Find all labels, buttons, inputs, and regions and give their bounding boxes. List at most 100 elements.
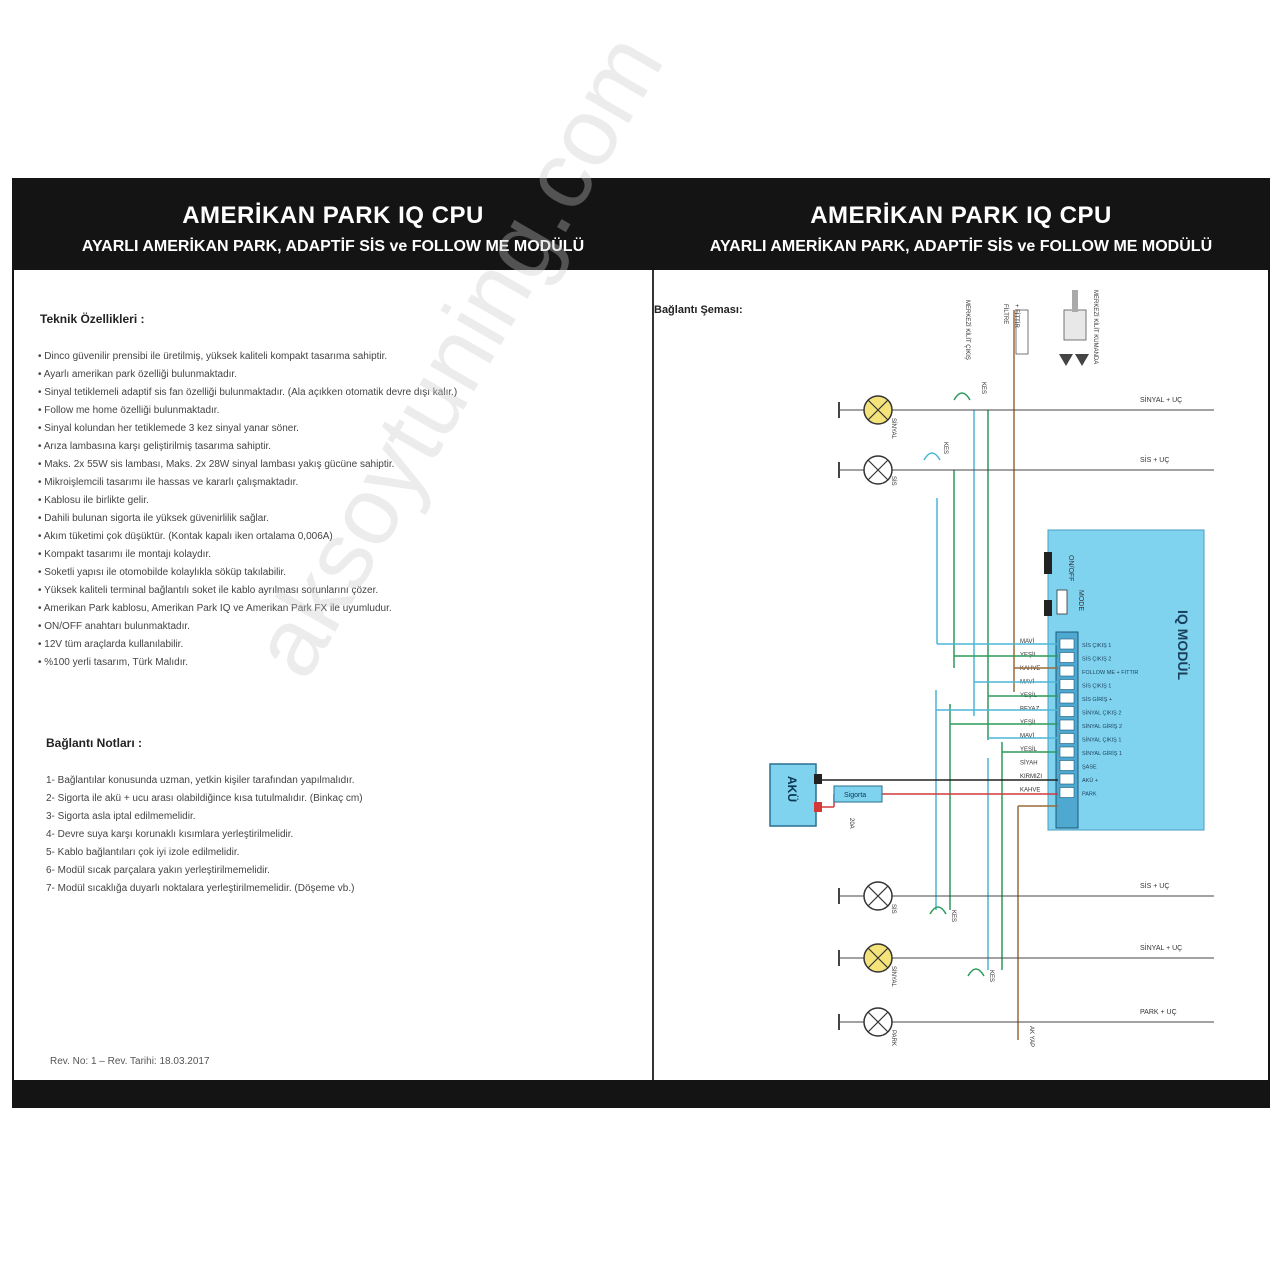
lamp-label-2: SİS: [890, 476, 897, 486]
tech-item: • Kablosu ile birlikte gelir.: [38, 495, 149, 506]
top-label-fittir: + FİTTİR: [1013, 304, 1020, 329]
page-divider: [652, 270, 654, 1080]
rele-label-4: KES: [988, 970, 994, 982]
module-pin: [1059, 760, 1075, 771]
note-item: 2- Sigorta ile akü + ucu arası olabildiğ…: [46, 793, 363, 804]
revision-note: Rev. No: 1 – Rev. Tarihi: 18.03.2017: [50, 1056, 210, 1067]
module-pin-label: ŞASE: [1082, 765, 1097, 771]
note-item: 3- Sigorta asla iptal edilmemelidir.: [46, 811, 196, 822]
module-pin: [1059, 706, 1075, 717]
right-wire-5: PARK + UÇ: [1140, 1009, 1177, 1016]
fuse-label: Sigorta: [844, 792, 866, 799]
tech-item: • Ayarlı amerikan park özelliği bulunmak…: [38, 369, 237, 380]
module-pin-label: SİNYAL GİRİŞ 1: [1082, 750, 1122, 757]
right-title: AMERİKAN PARK IQ CPU: [810, 202, 1112, 229]
rele-label-3: KES: [950, 910, 956, 922]
tech-item: • Follow me home özelliği bulunmaktadır.: [38, 405, 220, 416]
note-item: 1- Bağlantılar konusunda uzman, yetkin k…: [46, 775, 355, 786]
notes-list: 1- Bağlantılar konusunda uzman, yetkin k…: [46, 772, 363, 898]
module-pin-label: AKÜ +: [1082, 777, 1098, 784]
on-off-switch[interactable]: [1044, 552, 1052, 574]
rele-label-1: KES: [980, 382, 986, 394]
right-page: Bağlantı Şeması: IQ MODÜL ON/OFF MODE Sİ…: [654, 270, 1268, 1080]
lamp-label-1: SİNYAL: [890, 418, 897, 440]
wire-color-label: SİYAH: [1020, 760, 1038, 767]
wire-color-label: MAVİ: [1020, 638, 1035, 645]
tech-title: Teknik Özellikleri :: [40, 312, 145, 326]
tech-item: • Mikroişlemcili tasarımı ile hassas ve …: [38, 477, 299, 488]
tech-item: • ON/OFF anahtarı bulunmaktadır.: [38, 621, 190, 632]
tech-item: • Dahili bulunan sigorta ile yüksek güve…: [38, 513, 269, 524]
iq-module-title: IQ MODÜL: [1175, 610, 1191, 680]
right-wire-4: SİNYAL + UÇ: [1140, 943, 1182, 952]
module-pin: [1059, 746, 1075, 758]
tech-item: • Arıza lambasına karşı geliştirilmiş ta…: [38, 441, 272, 452]
module-pin: [1059, 652, 1075, 663]
wire-color-label: KAHVE: [1020, 788, 1040, 794]
cut-symbol-1: [953, 392, 971, 401]
left-title: AMERİKAN PARK IQ CPU: [182, 202, 484, 229]
right-subtitle: AYARLI AMERİKAN PARK, ADAPTİF SİS ve FOL…: [709, 238, 1213, 255]
wire-color-label: YEŞİL: [1020, 719, 1038, 726]
module-pin-label: FOLLOW ME + FITTIR: [1082, 670, 1138, 676]
lamp-fog-bottom: [838, 881, 893, 911]
module-pin: [1059, 773, 1075, 785]
mode-button[interactable]: [1056, 589, 1068, 615]
note-item: 6- Modül sıcak parçalara yakın yerleştir…: [46, 865, 270, 876]
module-pin-label: SİS ÇIKIŞ 1: [1082, 683, 1111, 690]
pin-group: SİS ÇIKIŞ 1 SİS ÇIKIŞ 2 FOLLOW ME + FITTIR…: [1059, 638, 1138, 798]
tech-item: • Maks. 2x 55W sis lambası, Maks. 2x 28W…: [38, 459, 395, 470]
tech-item: • Sinyal tetiklemeli adaptif sis fan öze…: [38, 387, 458, 398]
battery-box: [769, 763, 817, 827]
cut-symbol-2: [923, 452, 941, 461]
tech-item: • Kompakt tasarımı ile montajı kolaydır.: [38, 549, 212, 560]
note-item: 4- Devre suya karşı korunaklı kısımlara …: [46, 829, 294, 840]
bottom-label: AK YAP: [1028, 1026, 1034, 1047]
wire-color-label: KIRMIZI: [1020, 774, 1042, 780]
mode-switch[interactable]: [1044, 600, 1052, 616]
module-pin-label: PARK: [1082, 792, 1097, 798]
note-item: 7- Modül sıcaklığa duyarlı noktalara yer…: [46, 883, 355, 894]
rele-label-2: KES: [942, 442, 948, 454]
note-item: 5- Kablo bağlantıları çok iyi izole edil…: [46, 847, 240, 858]
tech-item: • Soketli yapısı ile otomobilde kolaylık…: [38, 567, 287, 578]
tech-item: • Sinyal kolundan her tetiklemede 3 kez …: [38, 423, 299, 434]
tech-item: • %100 yerli tasarım, Türk Malıdır.: [38, 657, 189, 668]
module-pin: [1059, 733, 1075, 744]
module-pin: [1059, 787, 1075, 798]
wire-label-group: MAVİYEŞİLKAHVEMAVİYEŞİLBEYAZYEŞİLMAVİYEŞ…: [1020, 638, 1042, 794]
tech-item: • Akım tüketimi çok düşüktür. (Kontak ka…: [38, 531, 333, 542]
top-label-filtre: FİLTRE: [1002, 304, 1009, 324]
schema-title: Bağlantı Şeması:: [654, 304, 743, 316]
module-pin-label: SİNYAL ÇIKIŞ 1: [1082, 737, 1121, 744]
tech-item: • Dinco güvenilir prensibi ile üretilmiş…: [38, 351, 388, 362]
on-off-label: ON/OFF: [1067, 555, 1074, 581]
tech-item: • Amerikan Park kablosu, Amerikan Park I…: [38, 603, 392, 614]
top-label-lock-out: MERKEZİ KİLİT ÇIKIŞ: [964, 300, 971, 360]
lamp-label-4: SİNYAL: [890, 966, 897, 988]
right-header: AMERİKAN PARK IQ CPU AYARLI AMERİKAN PAR…: [654, 192, 1268, 272]
left-page: Teknik Özellikleri : • Dinco güvenilir p…: [14, 270, 652, 1080]
module-pin: [1059, 679, 1075, 690]
notes-title: Bağlantı Notları :: [46, 736, 143, 750]
module-pin: [1059, 692, 1075, 704]
mode-label: MODE: [1077, 590, 1084, 611]
fuse-box: [833, 785, 883, 803]
top-label-lock-remote: MERKEZİ KİLİT KUMANDA: [1092, 290, 1099, 364]
cut-symbol-4: [967, 968, 985, 977]
tech-item: • Yüksek kaliteli terminal bağlantılı so…: [38, 585, 379, 596]
lamp-label-3: SİS: [890, 904, 897, 914]
cut-symbol-3: [929, 906, 947, 915]
lamp-park: [838, 1007, 893, 1037]
lamp-fog-top: [838, 455, 893, 485]
tech-item: • 12V tüm araçlarda kullanılabilir.: [38, 639, 184, 650]
lamp-signal-bottom: [838, 943, 893, 973]
module-pin: [1059, 665, 1075, 677]
lamp-signal-top: [838, 395, 893, 425]
wire-color-label: YEŞİL: [1020, 652, 1038, 659]
tech-list: • Dinco güvenilir prensibi ile üretilmiş…: [38, 348, 457, 672]
module-pin-label: SİNYAL GİRİŞ 2: [1082, 723, 1122, 730]
module-pin-label: SİS ÇIKIŞ 2: [1082, 656, 1111, 663]
fuse-amp: 20A: [848, 818, 854, 829]
battery-label: AKÜ: [785, 776, 800, 802]
